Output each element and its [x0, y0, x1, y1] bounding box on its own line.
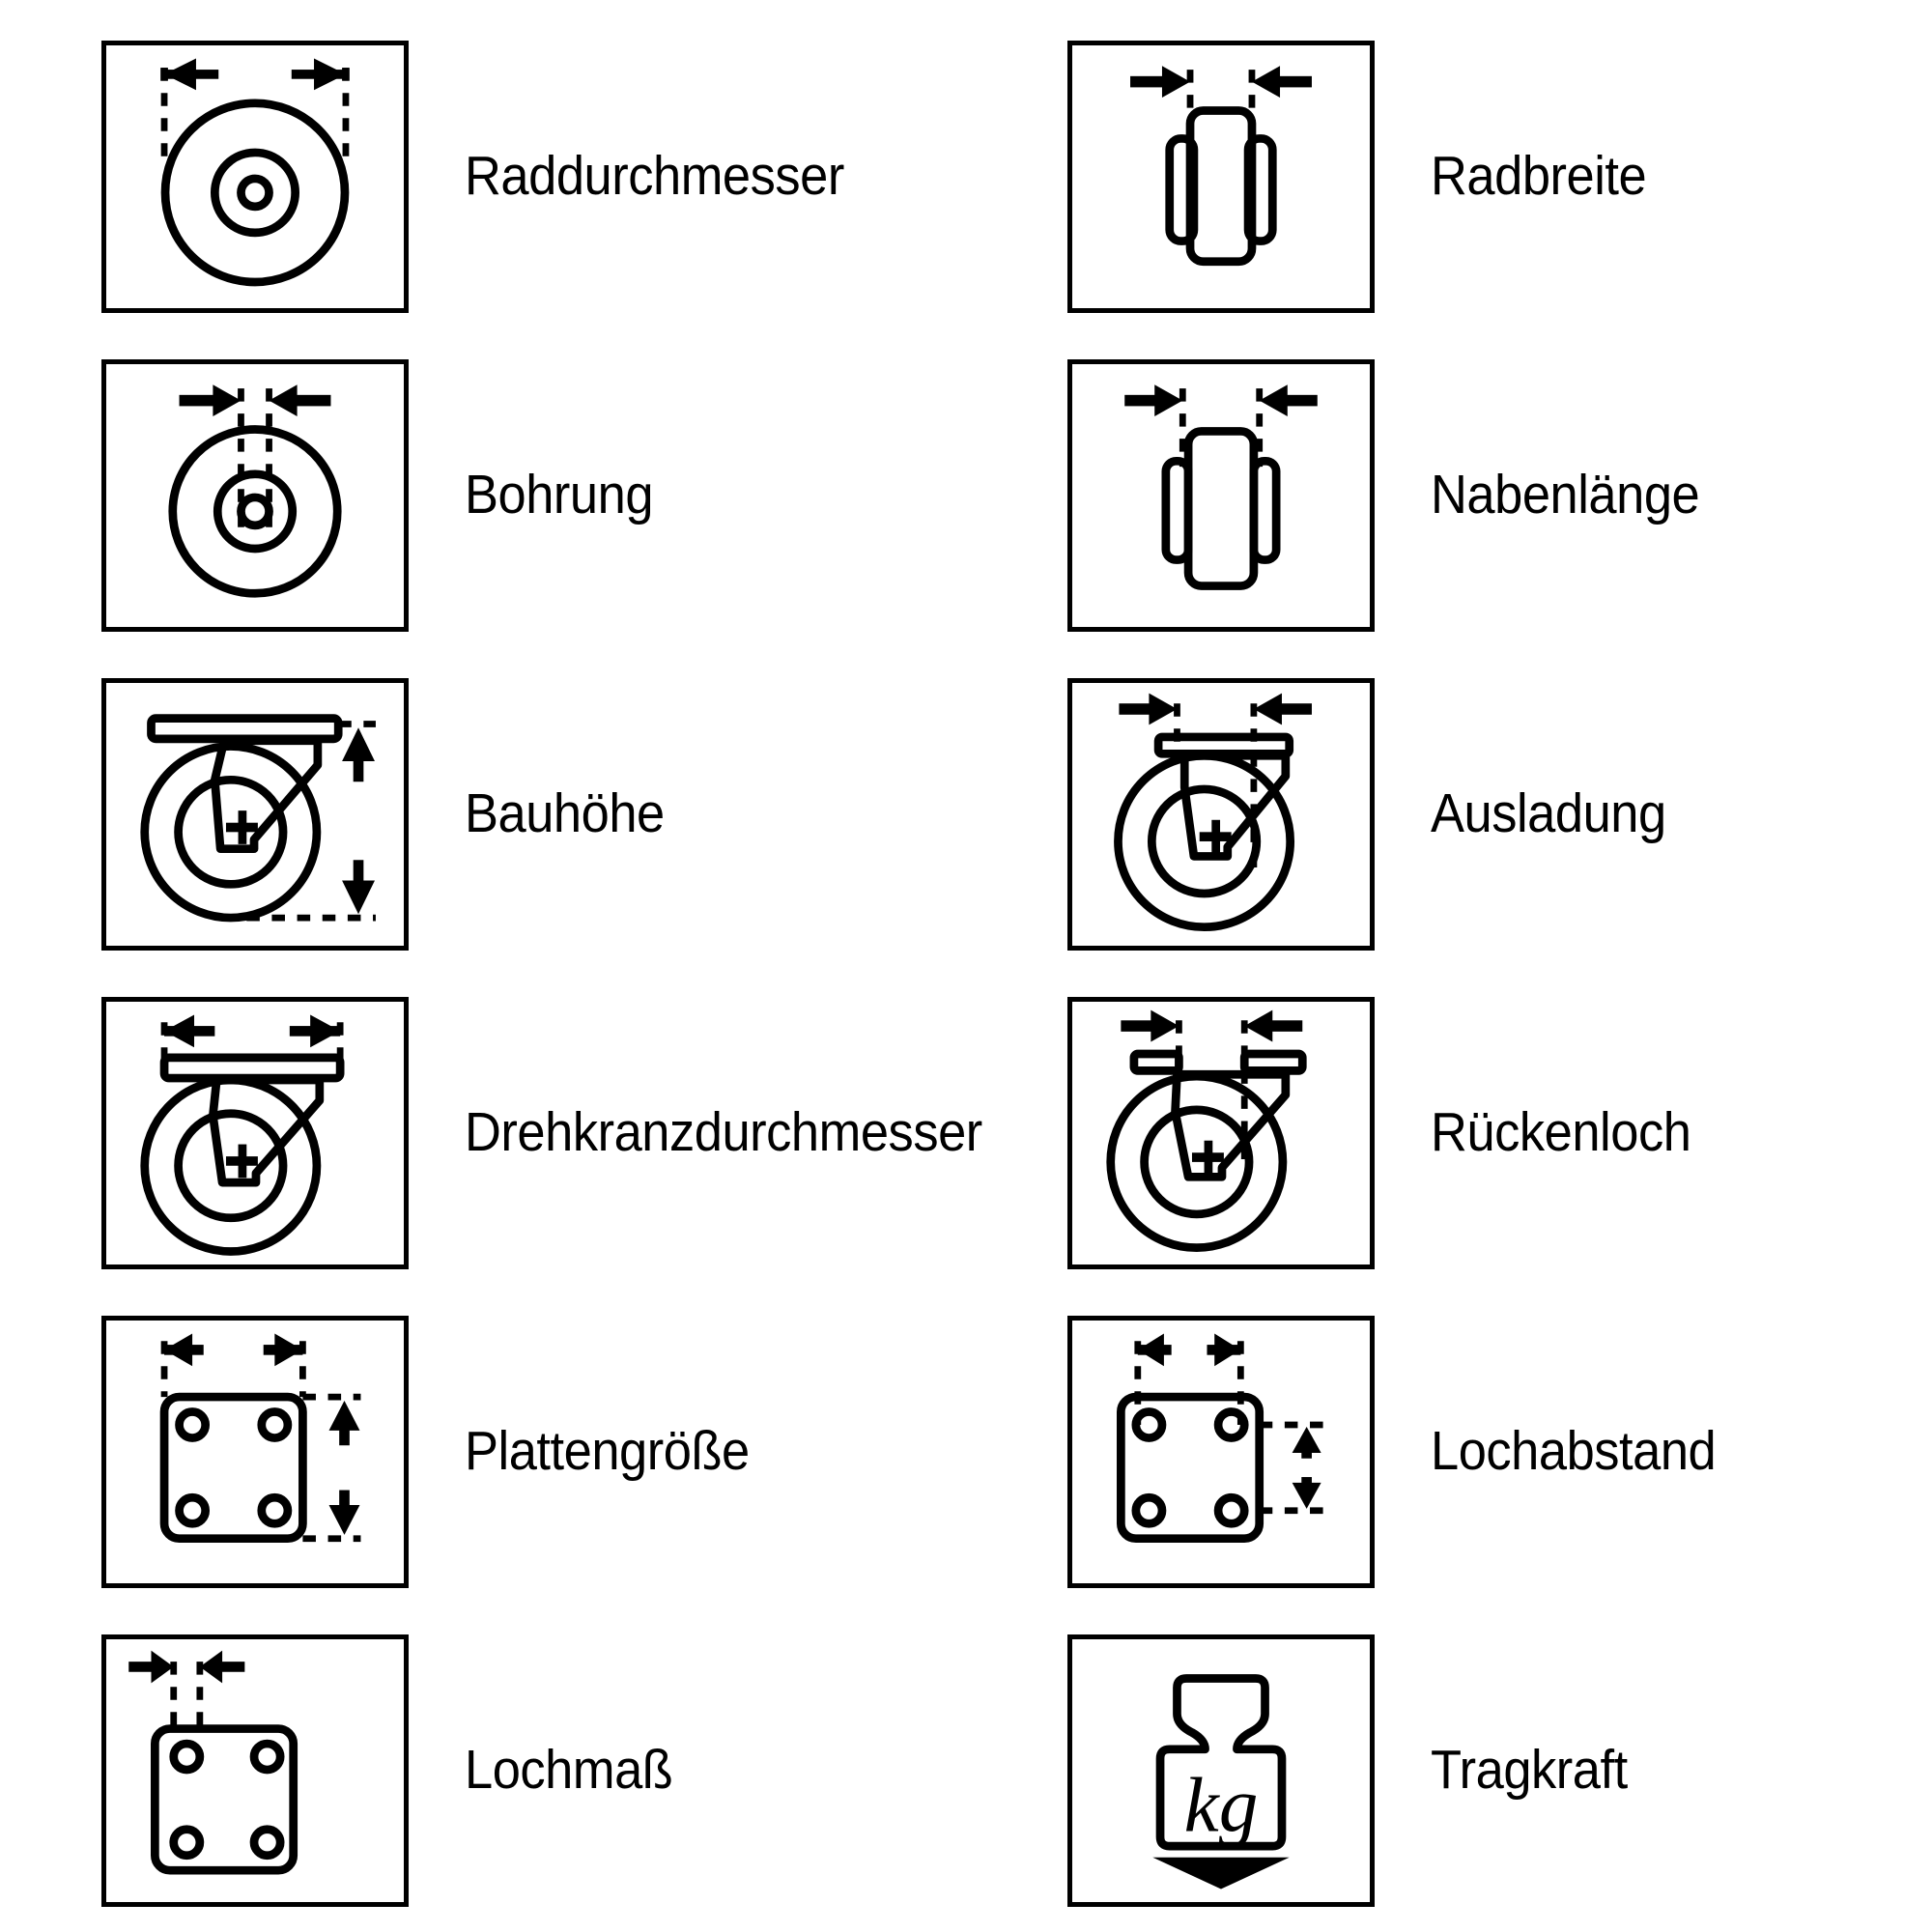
legend-entry-radbreite: Radbreite: [966, 17, 1932, 336]
legend-entry-lochabstand: Lochabstand: [966, 1293, 1932, 1611]
legend-entry-bauhoehe: Bauhöhe: [0, 655, 966, 974]
load-capacity-kg-weight-icon: kg: [1067, 1634, 1375, 1907]
legend-label-tragkraft: Tragkraft: [1431, 1739, 1628, 1802]
legend-label-nabenlaenge: Nabenlänge: [1431, 464, 1700, 526]
legend-entry-rueckenloch: Rückenloch: [966, 974, 1932, 1293]
legend-label-lochabstand: Lochabstand: [1431, 1420, 1717, 1483]
hole-diameter-icon: [101, 1634, 409, 1907]
legend-entry-lochmass: Lochmaß: [0, 1611, 966, 1930]
swivel-race-diameter-icon: [101, 997, 409, 1269]
caster-overall-height-icon: [101, 678, 409, 951]
kg-unit-text: kg: [1184, 1762, 1259, 1849]
legend-entry-ausladung: Ausladung: [966, 655, 1932, 974]
legend-label-ausladung: Ausladung: [1431, 782, 1666, 845]
legend-label-rueckenloch: Rückenloch: [1431, 1101, 1691, 1164]
legend-label-raddurchmesser: Raddurchmesser: [465, 145, 844, 208]
wheel-side-width-icon: [1067, 41, 1375, 313]
legend-entry-bohrung: Bohrung: [0, 336, 966, 655]
back-hole-icon: [1067, 997, 1375, 1269]
legend-entry-tragkraft: kg Tragkraft: [966, 1611, 1932, 1930]
wheel-bore-icon: [101, 359, 409, 632]
legend-label-bauhoehe: Bauhöhe: [465, 782, 665, 845]
legend-label-plattengroesse: Plattengröße: [465, 1420, 750, 1483]
legend-label-radbreite: Radbreite: [1431, 145, 1647, 208]
wheel-front-diameter-icon: [101, 41, 409, 313]
legend-label-lochmass: Lochmaß: [465, 1739, 673, 1802]
mounting-plate-size-icon: [101, 1316, 409, 1588]
legend-entry-plattengroesse: Plattengröße: [0, 1293, 966, 1611]
legend-entry-nabenlaenge: Nabenlänge: [966, 336, 1932, 655]
legend-entry-raddurchmesser: Raddurchmesser: [0, 17, 966, 336]
wheel-hub-length-icon: [1067, 359, 1375, 632]
legend-entry-drehkranzdurchmesser: Drehkranzdurchmesser: [0, 974, 982, 1293]
legend-label-bohrung: Bohrung: [465, 464, 654, 526]
hole-spacing-icon: [1067, 1316, 1375, 1588]
legend-label-drehkranzdurchmesser: Drehkranzdurchmesser: [465, 1101, 982, 1164]
caster-offset-icon: [1067, 678, 1375, 951]
